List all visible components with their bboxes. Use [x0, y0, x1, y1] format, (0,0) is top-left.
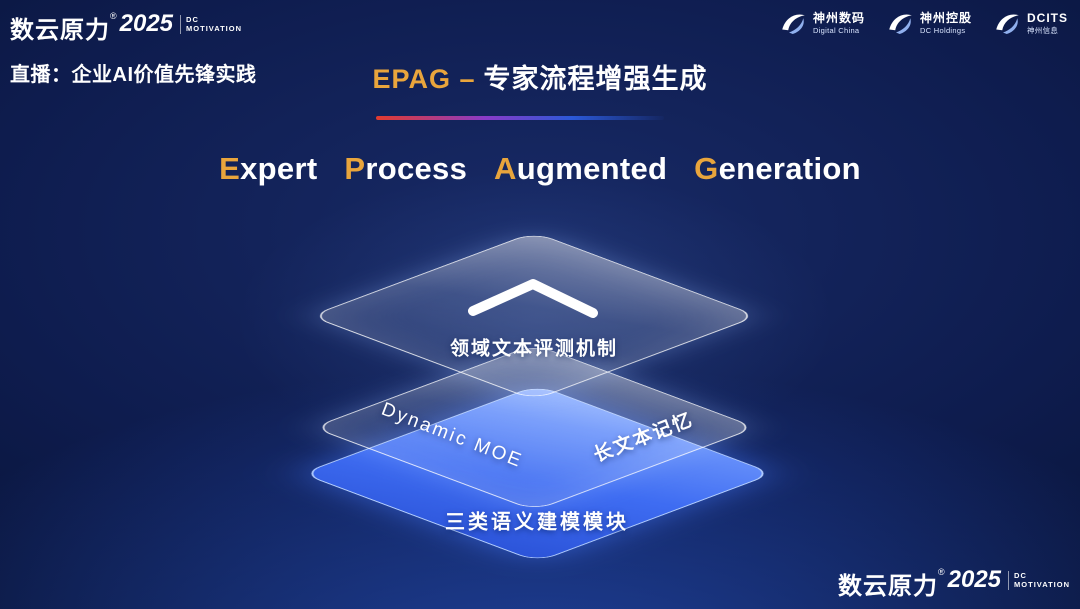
brand-subtext: DC MOTIVATION	[180, 15, 242, 34]
subtitle-initial: P	[344, 151, 366, 186]
partner-subname: 神州信息	[1027, 26, 1059, 36]
semantic-modules-label: 三类语义建模模块	[445, 511, 629, 534]
partner-subname: DC Holdings	[919, 26, 966, 36]
subtitle-en: Expert Process Augmented Generation	[0, 151, 1080, 187]
brand-sub-line2: MOTIVATION	[186, 24, 242, 34]
brand-logo-bottom: 数云原力 ® 2025 DC MOTIVATION	[838, 566, 1070, 601]
live-stream-label: 直播：企业AI价值先锋实践	[10, 64, 257, 86]
brand-logo-top: 数云原力 ® 2025 DC MOTIVATION	[10, 10, 242, 45]
brand-sub-line1: DC	[1014, 571, 1027, 580]
subtitle-word: Process	[344, 151, 467, 187]
registered-mark: ®	[938, 567, 945, 577]
subtitle-word: Expert	[219, 151, 317, 187]
title-divider	[376, 116, 664, 120]
chevron-up-icon	[468, 279, 598, 318]
subtitle-initial: A	[494, 151, 517, 186]
brand-year: 2025	[119, 10, 174, 37]
partner-name: 神州数码	[812, 11, 865, 26]
dcits-swoosh-icon	[996, 14, 1019, 34]
subtitle-rest: rocess	[365, 151, 468, 186]
brand-sub-line1: DC	[186, 15, 199, 24]
layer-evaluation-label: 领域文本评测机制	[449, 338, 619, 360]
digital-china-swoosh-icon	[782, 14, 805, 34]
subtitle-word: Generation	[694, 151, 861, 187]
registered-mark: ®	[110, 11, 117, 21]
dc-holdings-logo: 神州控股 DC Holdings	[887, 10, 972, 37]
brand-subtext: DC MOTIVATION	[1008, 571, 1070, 590]
subtitle-rest: eneration	[718, 151, 861, 186]
subtitle-word: Augmented	[494, 151, 667, 187]
subtitle-rest: xpert	[240, 151, 318, 186]
page-title: EPAG –专家流程增强生成	[0, 57, 1080, 96]
brand-sub-line2: MOTIVATION	[1014, 580, 1070, 590]
digital-china-logo: 神州数码 Digital China	[780, 10, 865, 37]
dcits-logo: DCITS 神州信息	[994, 10, 1068, 37]
brand-wordmark: 数云原力	[10, 17, 110, 44]
dc-holdings-swoosh-icon	[889, 14, 912, 34]
subtitle-initial: E	[219, 151, 241, 186]
subtitle-initial: G	[694, 151, 719, 186]
title-abbr: EPAG –	[372, 64, 476, 94]
partner-logos: 神州数码 Digital China 神州控股 DC Holdings DCIT…	[780, 10, 1068, 37]
partner-name: DCITS	[1027, 11, 1068, 26]
subtitle-rest: ugmented	[516, 151, 668, 186]
partner-subname: Digital China	[812, 26, 860, 36]
brand-year: 2025	[947, 566, 1002, 593]
partner-name: 神州控股	[919, 11, 972, 26]
title-cn: 专家流程增强生成	[483, 64, 708, 94]
brand-wordmark: 数云原力	[838, 573, 938, 600]
